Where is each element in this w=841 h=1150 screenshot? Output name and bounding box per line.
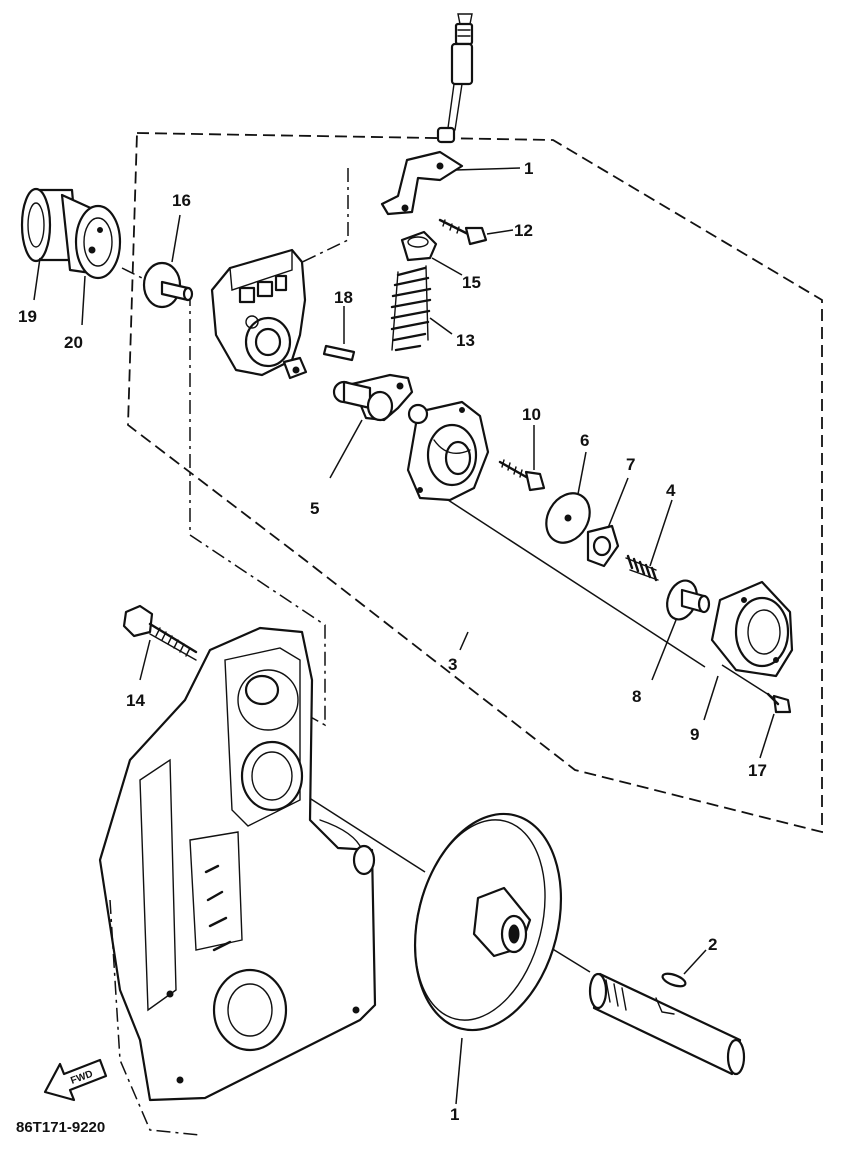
drawing-code: 86T171-9220 <box>16 1119 105 1136</box>
callout-1-tick: 1 <box>524 159 533 178</box>
spring-13 <box>390 265 453 352</box>
valve-body <box>210 248 308 380</box>
callout-1: 1 <box>450 1105 459 1124</box>
cover-9 <box>703 580 794 721</box>
lever-bracket <box>380 150 521 216</box>
callout-2: 2 <box>708 935 717 954</box>
assembly-3-boundary <box>127 132 823 834</box>
alignment-line-valve <box>289 168 349 269</box>
callout-5: 5 <box>310 499 319 518</box>
shaft-lever-5 <box>329 373 414 479</box>
callout-8: 8 <box>632 687 641 706</box>
washer-6 <box>545 451 591 544</box>
diaphragm-8 <box>651 579 711 681</box>
callout-20: 20 <box>64 333 83 352</box>
callout-4: 4 <box>666 481 676 500</box>
key-2 <box>661 949 707 988</box>
forward-arrow-icon: FWD <box>43 1058 108 1102</box>
alignment-line-bearing <box>121 267 151 283</box>
spring-cap-14 <box>400 230 463 276</box>
callout-10: 10 <box>522 405 541 424</box>
callout-13: 13 <box>456 331 475 350</box>
callout-7: 7 <box>626 455 635 474</box>
disc-1 <box>413 812 563 1105</box>
callout-18: 14 <box>126 691 145 710</box>
callout-16: 17 <box>748 761 767 780</box>
shaft <box>588 972 746 1076</box>
callout-15: 16 <box>172 191 191 210</box>
callout-3-leader <box>459 631 469 651</box>
screw-12 <box>438 218 514 246</box>
spring-4 <box>625 499 673 582</box>
callout-3: 3 <box>448 655 457 674</box>
screw-16 <box>759 692 792 759</box>
callout-14: 15 <box>462 273 481 292</box>
alignment-line-vertical <box>189 292 326 727</box>
pump-housing <box>406 400 490 502</box>
pin-17 <box>322 306 356 362</box>
callout-6: 6 <box>580 431 589 450</box>
callout-19: 19 <box>18 307 37 326</box>
bolt-10 <box>498 425 546 492</box>
callout-17: 18 <box>334 288 353 307</box>
axis-line-disc <box>299 791 426 873</box>
bolt-18 <box>122 604 198 681</box>
axis-line-pump <box>424 484 706 668</box>
plate-7 <box>586 477 629 568</box>
bearing-20 <box>33 193 122 326</box>
callout-12: 12 <box>514 221 533 240</box>
crankcase-housing <box>98 626 377 1136</box>
callout-9: 9 <box>690 725 699 744</box>
throttle-cable <box>436 13 474 144</box>
washer-15 <box>142 214 194 309</box>
